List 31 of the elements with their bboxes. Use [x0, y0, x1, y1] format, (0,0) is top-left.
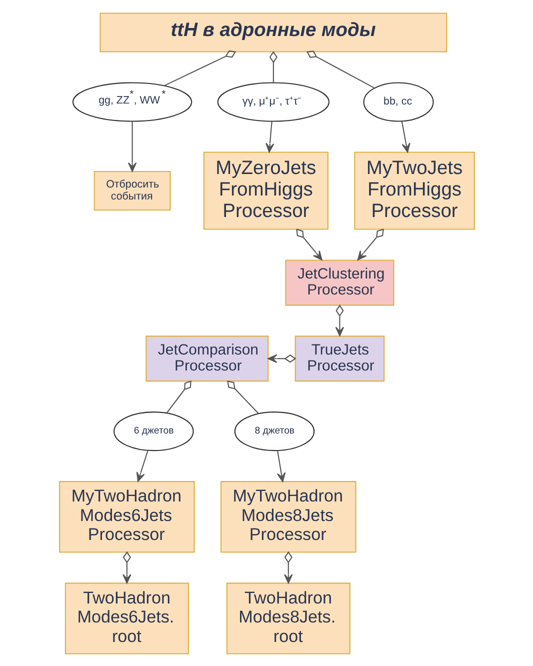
connector [164, 50, 236, 86]
arrow [122, 550, 131, 584]
arrow [127, 120, 136, 172]
node-box: TwoHadron Modes6Jets. root [64, 582, 188, 654]
connector [166, 380, 191, 413]
arrow [265, 120, 274, 152]
node-box: Отбросить события [93, 170, 170, 210]
arrow [400, 120, 410, 152]
connector [226, 380, 258, 414]
node-box: TwoHadron Modes8Jets. root [226, 582, 350, 654]
node-box: MyTwoHadron Modes6Jets Processor [58, 480, 194, 552]
node-box: MyZeroJets FromHiggs Processor [202, 151, 328, 230]
connector [306, 50, 374, 88]
node-ellipse: 6 джетов [113, 411, 194, 451]
node-ellipse: γγ, μ⁺μ⁻, τ⁺τ⁻ [216, 82, 330, 122]
arrow [276, 450, 286, 482]
arrow [356, 228, 384, 260]
arrow [334, 304, 344, 336]
arrow [284, 550, 292, 584]
node-box: MyTwoHadron Modes8Jets Processor [220, 480, 356, 552]
arrow [296, 228, 322, 260]
arrow [136, 450, 148, 482]
node-box: MyTwoJets FromHiggs Processor [354, 151, 474, 230]
node-box: TrueJets Processor [294, 335, 384, 382]
node-ellipse: bb, cc [362, 82, 434, 122]
node-ellipse: 8 джетов [234, 411, 314, 451]
node-box: JetComparison Processor [145, 335, 268, 382]
connector [268, 50, 277, 82]
node-box: JetClustering Processor [284, 259, 394, 306]
node-box: ttH в адронные моды [99, 12, 447, 52]
arrow [267, 354, 296, 363]
